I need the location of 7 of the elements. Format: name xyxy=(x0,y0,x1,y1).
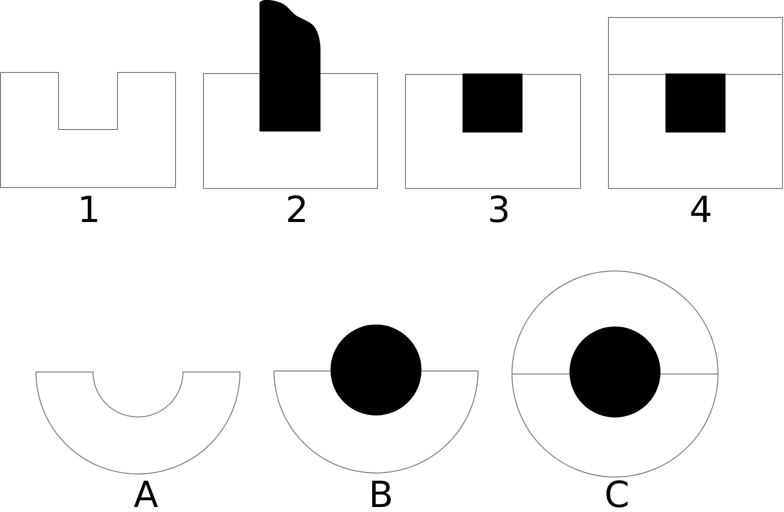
panel-letter: A xyxy=(134,482,158,511)
panel-number: 1 xyxy=(78,197,100,226)
panel-letter: C xyxy=(604,482,630,511)
panel-number: 3 xyxy=(488,197,510,226)
panel-number: 4 xyxy=(690,197,712,226)
panel-number: 2 xyxy=(286,197,308,226)
panel-letter: B xyxy=(368,482,394,511)
